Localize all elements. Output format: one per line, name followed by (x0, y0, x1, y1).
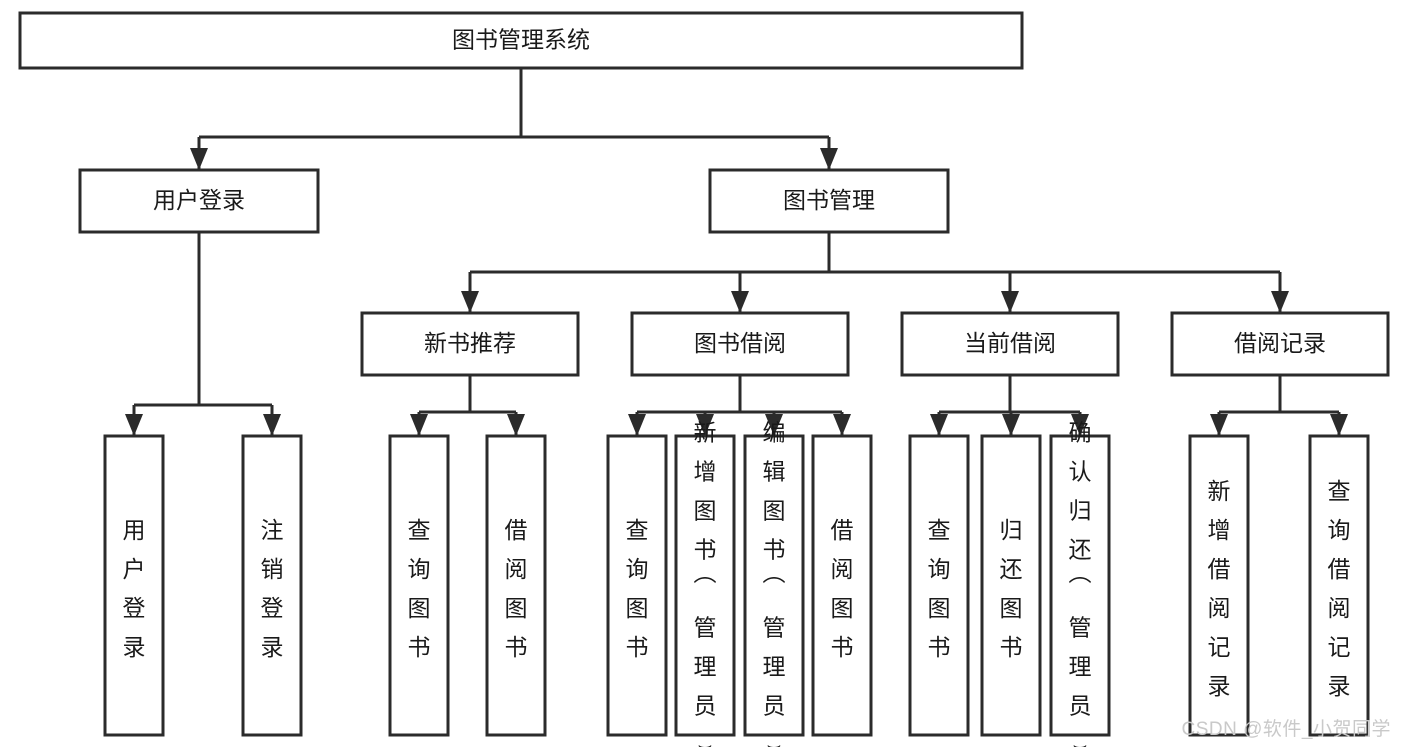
node-box[interactable] (360, 311, 580, 377)
node-box[interactable] (1188, 434, 1250, 737)
node-leaf[interactable]: 查询借阅记录 (1308, 434, 1370, 737)
node-box[interactable] (1049, 434, 1111, 737)
node-branch[interactable]: 新书推荐 (360, 311, 580, 377)
node-box[interactable] (606, 434, 668, 737)
node-box[interactable] (630, 311, 850, 377)
node-leaf[interactable]: 归还图书 (980, 434, 1042, 737)
node-box[interactable] (18, 11, 1024, 70)
node-leaf[interactable]: 新增借阅记录 (1188, 434, 1250, 737)
node-box[interactable] (1170, 311, 1390, 377)
node-leaf[interactable]: 查询图书 (908, 434, 970, 737)
node-label: 归还图书 (1000, 517, 1023, 660)
node-leaf[interactable]: 新增图书⌒管理员⌣ (674, 419, 736, 747)
csdn-watermark: CSDN @软件_小贺同学 (1181, 719, 1391, 740)
node-label: 借阅图书 (831, 517, 854, 660)
node-label: 确认归还⌒管理员⌣ (1069, 419, 1092, 747)
node-box[interactable] (103, 434, 165, 737)
node-box[interactable] (811, 434, 873, 737)
node-label: 查询图书 (626, 517, 649, 660)
node-leaf[interactable]: 注销登录 (241, 434, 303, 737)
node-leaf[interactable]: 借阅图书 (485, 434, 547, 737)
node-leaf[interactable]: 确认归还⌒管理员⌣ (1049, 419, 1111, 747)
node-box[interactable] (388, 434, 450, 737)
node-branch[interactable]: 图书管理系统 (18, 11, 1024, 70)
node-leaf[interactable]: 查询图书 (388, 434, 450, 737)
node-label: 查询图书 (928, 517, 951, 660)
node-branch[interactable]: 用户登录 (78, 168, 320, 234)
node-label: 借阅图书 (505, 517, 528, 660)
node-branch[interactable]: 图书借阅 (630, 311, 850, 377)
node-box[interactable] (708, 168, 950, 234)
node-label: 新书推荐 (424, 330, 516, 356)
node-label: 图书管理系统 (452, 27, 590, 53)
node-label: 用户登录 (153, 187, 245, 213)
node-branch[interactable]: 图书管理 (708, 168, 950, 234)
node-box[interactable] (980, 434, 1042, 737)
node-label: 新增借阅记录 (1208, 478, 1231, 699)
node-box[interactable] (1308, 434, 1370, 737)
node-branch[interactable]: 借阅记录 (1170, 311, 1390, 377)
node-leaf[interactable]: 用户登录 (103, 434, 165, 737)
node-label: 当前借阅 (964, 330, 1056, 356)
node-label: 注销登录 (261, 517, 284, 660)
nodes-layer: 图书管理系统用户登录图书管理新书推荐图书借阅当前借阅借阅记录用户登录注销登录查询… (18, 11, 1390, 747)
node-leaf[interactable]: 借阅图书 (811, 434, 873, 737)
node-box[interactable] (78, 168, 320, 234)
node-label: 图书借阅 (694, 330, 786, 356)
node-branch[interactable]: 当前借阅 (900, 311, 1120, 377)
node-label: 用户登录 (123, 517, 146, 660)
node-leaf[interactable]: 编辑图书⌒管理员⌣ (743, 419, 805, 747)
node-box[interactable] (674, 434, 736, 737)
node-label: 查询图书 (408, 517, 431, 660)
node-label: 新增图书⌒管理员⌣ (694, 419, 717, 747)
node-box[interactable] (485, 434, 547, 737)
node-label: 编辑图书⌒管理员⌣ (763, 419, 786, 747)
edges-layer (125, 68, 1348, 436)
node-box[interactable] (743, 434, 805, 737)
node-label: 图书管理 (783, 187, 875, 213)
node-box[interactable] (908, 434, 970, 737)
node-box[interactable] (900, 311, 1120, 377)
node-box[interactable] (241, 434, 303, 737)
node-leaf[interactable]: 查询图书 (606, 434, 668, 737)
node-label: 借阅记录 (1234, 330, 1326, 356)
node-label: 查询借阅记录 (1328, 478, 1351, 699)
